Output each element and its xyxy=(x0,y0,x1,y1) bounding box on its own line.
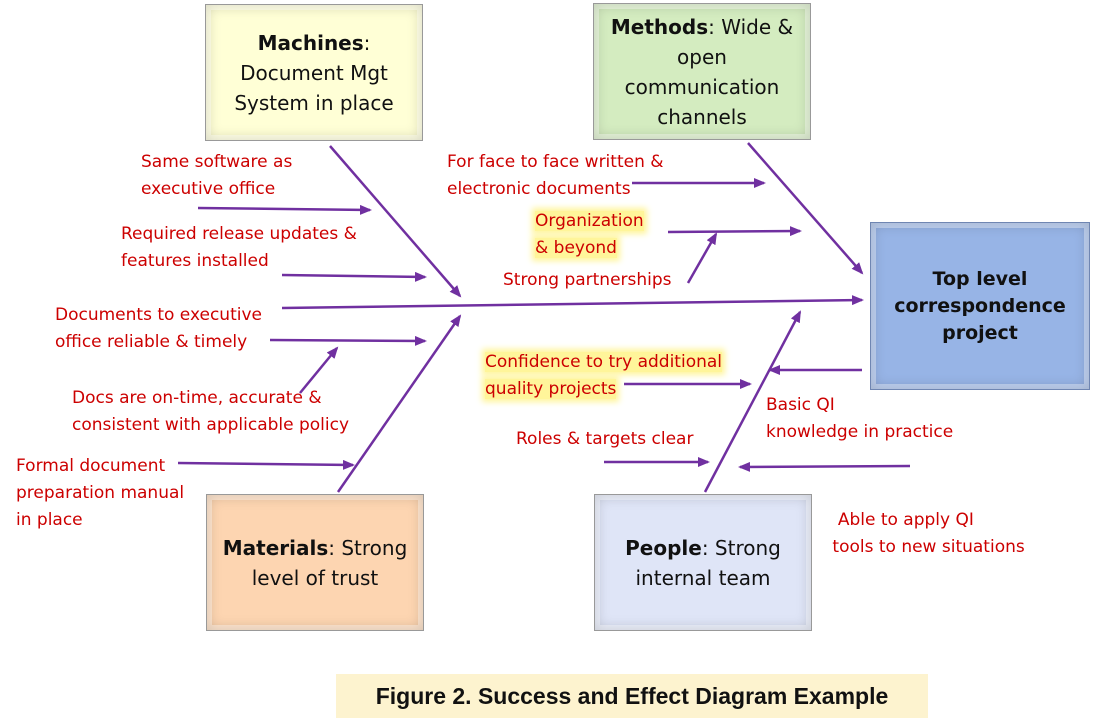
machines-box: Machines: Document Mgt System in place xyxy=(205,4,423,141)
people-line2: internal team xyxy=(635,565,771,590)
machines-branch-arrow xyxy=(329,145,462,298)
materials-title: Materials xyxy=(222,535,329,560)
machines-line3: System in place xyxy=(234,90,394,115)
methods-title: Methods xyxy=(610,14,709,39)
cause-roles-targets: Roles & targets clear xyxy=(516,429,694,449)
docs-reliable-arrow xyxy=(269,335,427,346)
materials-branch-arrow xyxy=(336,314,462,493)
materials-line2: level of trust xyxy=(251,565,379,590)
spine-arrow xyxy=(281,295,864,310)
effect-line3: project xyxy=(942,321,1018,344)
materials-box: Materials: Strong level of trust xyxy=(206,494,424,631)
methods-box: Methods: Wide & open communication chann… xyxy=(593,3,811,140)
cause-docs-on-time: Docs are on-time, accurate &consistent w… xyxy=(72,388,350,435)
effect-line1: Top level xyxy=(932,267,1028,290)
methods-line2: open xyxy=(677,44,727,69)
methods-title-suffix: : Wide & xyxy=(708,14,794,39)
effect-line2: correspondence xyxy=(894,294,1066,317)
people-box: People: Strong internal team xyxy=(594,494,812,631)
apply-qi-arrow xyxy=(738,461,911,472)
cause-release-updates: Required release updates &features insta… xyxy=(121,224,357,271)
cause-apply-qi: Able to apply QI tools to new situations xyxy=(827,510,1025,557)
effect-box: Top level correspondence project xyxy=(870,222,1090,390)
materials-title-suffix: : Strong xyxy=(328,535,408,560)
formal-manual-arrow xyxy=(177,459,355,470)
people-title-suffix: : Strong xyxy=(701,535,781,560)
methods-line4: channels xyxy=(657,104,747,129)
methods-branch-arrow xyxy=(747,142,864,275)
cause-face-to-face: For face to face written &electronic doc… xyxy=(447,152,664,199)
same-software-arrow xyxy=(197,204,372,215)
figure-caption: Figure 2. Success and Effect Diagram Exa… xyxy=(336,674,928,718)
docs-on-time-arrow xyxy=(299,346,339,394)
partnerships-arrow xyxy=(686,232,718,284)
cause-organization: Organization& beyond xyxy=(535,211,644,258)
people-branch-arrow xyxy=(703,310,802,493)
release-updates-arrow xyxy=(281,271,427,282)
machines-title-suffix: : xyxy=(363,30,371,55)
machines-title: Machines xyxy=(257,30,364,55)
organization-arrow xyxy=(667,226,802,237)
methods-line3: communication xyxy=(624,74,780,99)
machines-line2: Document Mgt xyxy=(240,60,388,85)
people-title: People xyxy=(625,535,702,560)
cause-partnerships: Strong partnerships xyxy=(503,270,672,290)
